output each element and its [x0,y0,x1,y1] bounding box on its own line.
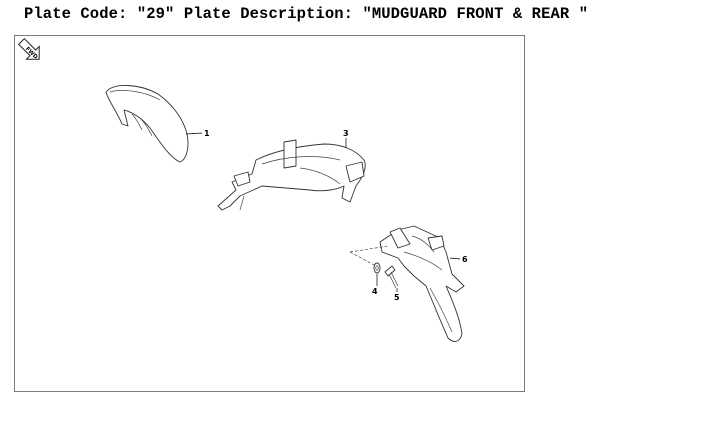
part-1-front-mudguard[interactable] [105,85,189,163]
part-6-rear-mudguard[interactable] [379,225,465,342]
callout-4: 4 [372,287,378,296]
callout-6: 6 [462,255,468,264]
leader-line-6 [449,257,461,260]
diagram-frame [14,35,525,392]
leader-line-1 [185,132,203,135]
part-5-bolt[interactable] [384,265,399,289]
assembly-line-upper [349,245,389,253]
part-4-washer[interactable] [373,262,381,274]
plate-header: Plate Code: "29" Plate Description: "MUD… [24,5,589,23]
fwd-arrow-icon: FWD [17,37,40,61]
assembly-line-lower [349,251,377,267]
callout-5: 5 [394,293,400,302]
part-3-inner-mudguard[interactable] [217,139,366,211]
callout-1: 1 [204,129,210,138]
callout-3: 3 [343,129,349,138]
